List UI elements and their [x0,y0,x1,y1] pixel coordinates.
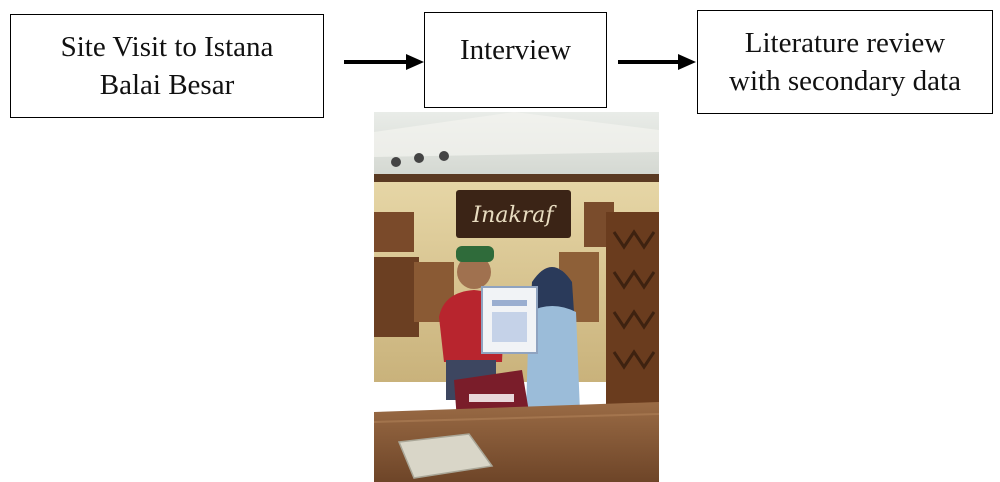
step-site-visit-box: Site Visit to Istana Balai Besar [10,14,324,118]
step-interview-box: Interview [424,12,607,108]
arrow-right-icon [344,54,424,70]
interview-photo: Inakraf [374,112,659,482]
arrow-right-icon [618,54,696,70]
shop-sign-text: Inakraf [471,203,557,228]
step-interview-label: Interview [459,34,572,66]
interview-photo-illustration: Inakraf [374,112,659,482]
step-site-visit-label: Site Visit to Istana Balai Besar [60,31,274,101]
step-literature-review-box: Literature review with secondary data [697,10,993,114]
step-literature-review-label: Literature review with secondary data [729,27,961,97]
